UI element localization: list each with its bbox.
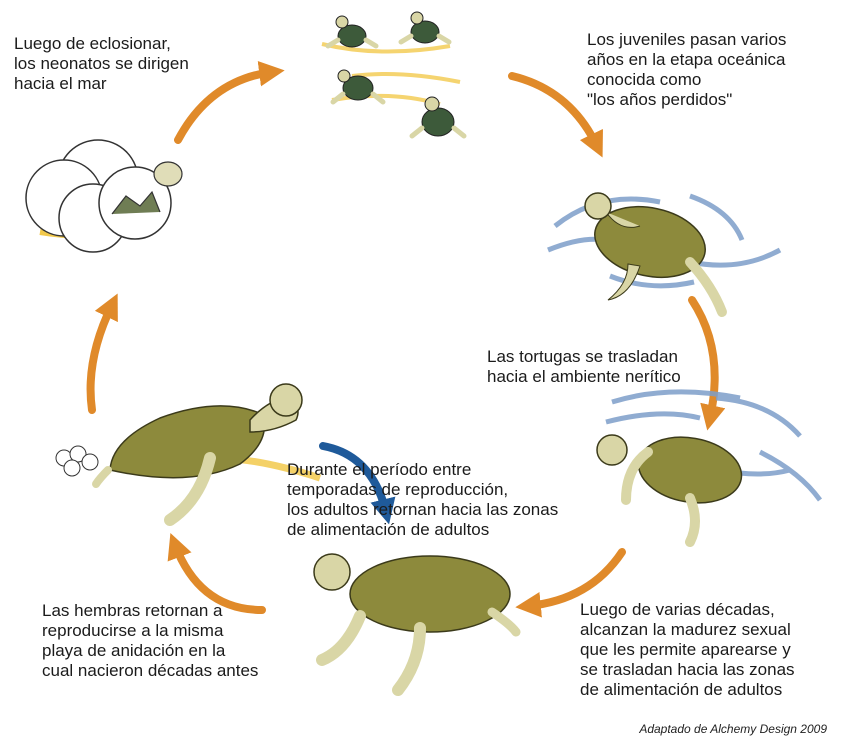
swimming-adult [314, 554, 516, 690]
adult-turtle-icon [270, 384, 302, 416]
juvenile-turtle [548, 193, 780, 312]
hatchling-turtle-icon [412, 97, 464, 136]
cycle-arrow-icon [91, 305, 112, 410]
hatchlings-group [322, 12, 464, 136]
caption-between-seasons: Durante el período entre temporadas de r… [287, 460, 558, 540]
hatchling-turtle-icon [328, 16, 376, 47]
cycle-arrow-icon [528, 552, 622, 606]
adult-turtle-icon [314, 554, 350, 590]
egg-icon [82, 454, 98, 470]
egg-cluster [26, 140, 182, 252]
caption-hatchlings: Luego de eclosionar, los neonatos se dir… [14, 34, 189, 94]
caption-maturity: Luego de varias décadas, alcanzan la mad… [580, 600, 795, 700]
cycle-arrow-icon [692, 300, 715, 418]
juvenile-turtle-icon [585, 193, 611, 219]
hatchling-turtle-icon [154, 162, 182, 186]
egg-icon [64, 460, 80, 476]
credit-text: Adaptado de Alchemy Design 2009 [639, 722, 827, 736]
cycle-arrow-icon [512, 76, 597, 146]
caption-lost-years: Los juveniles pasan varios años en la et… [587, 30, 786, 110]
cycle-arrow-icon [178, 72, 272, 140]
caption-females-return: Las hembras retornan a reproducirse a la… [42, 601, 258, 681]
caption-neritic: Las tortugas se trasladan hacia el ambie… [487, 347, 681, 387]
adult-turtle-icon [597, 435, 627, 465]
nesting-female [56, 384, 320, 520]
hatchling-turtle-icon [401, 12, 449, 43]
